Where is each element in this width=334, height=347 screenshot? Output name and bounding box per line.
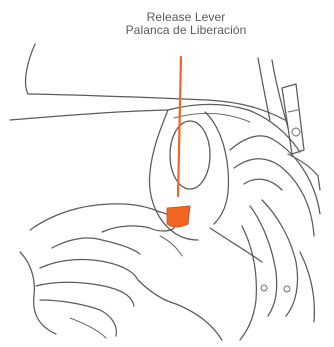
seat-side-panel — [149, 110, 228, 240]
panel-oval-recess — [170, 121, 210, 189]
leader-line — [178, 57, 181, 196]
release-lever-icon — [167, 206, 190, 227]
hand-illustration — [20, 204, 222, 340]
